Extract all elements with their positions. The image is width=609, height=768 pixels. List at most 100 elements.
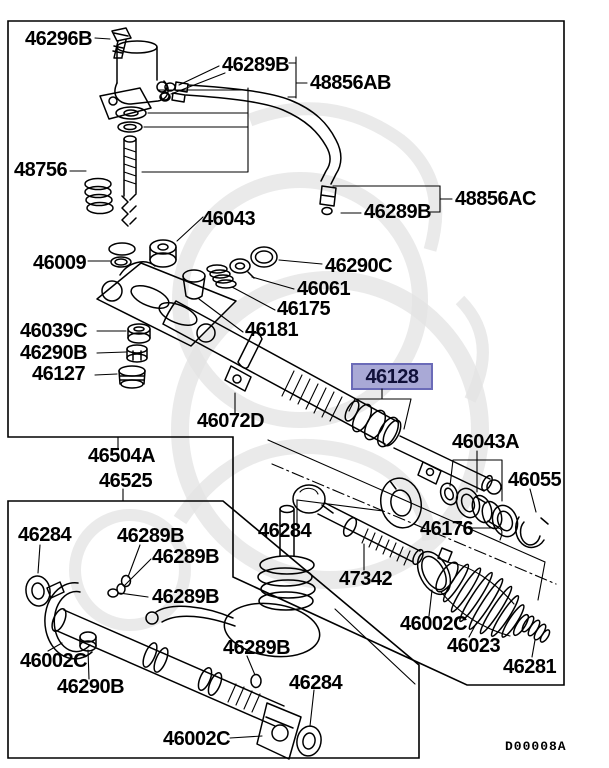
decorative-watermark <box>69 102 489 631</box>
part-label-47342: 47342 <box>339 568 392 590</box>
inset-end-washer-46284-art <box>296 725 322 757</box>
inset-assembly-box <box>7 500 420 759</box>
hydraulic-pipes-art <box>159 81 342 216</box>
part-label-46023: 46023 <box>447 635 500 657</box>
part-label-46002C-inset: 46002C <box>20 650 87 672</box>
leader-46284-inset <box>37 544 41 574</box>
part-label-46072D: 46072D <box>197 410 264 432</box>
plunger-46181-art <box>182 269 206 300</box>
part-label-46290C: 46290C <box>325 255 392 277</box>
part-label-46284-inset: 46284 <box>18 524 72 546</box>
bracket-48856AC <box>332 185 453 213</box>
leader-lines <box>37 37 537 739</box>
housing-flange-art <box>96 261 237 347</box>
leader-46175 <box>231 286 276 311</box>
leader-46290B <box>96 351 127 354</box>
part-label-46043: 46043 <box>202 208 255 230</box>
part-label-46181: 46181 <box>245 319 298 341</box>
leader-46290C <box>278 259 323 265</box>
bracket-48756 <box>69 87 249 173</box>
part-label-46525: 46525 <box>99 470 152 492</box>
spring-48756-art <box>84 177 114 215</box>
part-label-48856AB: 48856AB <box>310 72 391 94</box>
part-label-46176: 46176 <box>420 518 473 540</box>
inset-pinion-tower-art <box>145 504 321 658</box>
leader-46289B-i1 <box>127 544 141 578</box>
plug-46281-art <box>521 615 551 643</box>
bracket-46128 <box>348 388 412 430</box>
inner-tie-rod-art <box>292 461 442 566</box>
inset-rack-tube-art <box>51 607 302 760</box>
leader-46289B-bot <box>246 655 256 676</box>
leader-46002C-inset <box>47 642 63 652</box>
selected-part-46128[interactable]: 46128 <box>348 363 433 430</box>
leader-46289B-i2 <box>123 558 152 587</box>
bracket-48856AB <box>287 56 308 99</box>
main-assembly-box <box>7 20 565 686</box>
oring-46290C-art <box>250 246 278 268</box>
leader-46127 <box>94 373 118 376</box>
leader-46002C-clamp <box>428 589 433 617</box>
part-label-48756: 48756 <box>14 159 67 181</box>
plug-46127-art <box>118 365 146 389</box>
part-label-46290B: 46290B <box>20 342 87 364</box>
inset-washer-46284-art <box>25 575 51 607</box>
leader-46289B-i3 <box>118 592 149 598</box>
leader-46296B <box>94 37 111 40</box>
outline-boxes <box>7 20 565 759</box>
part-label-46281: 46281 <box>503 656 556 678</box>
part-label-46296B: 46296B <box>25 28 92 50</box>
nut-46290B-art <box>126 344 148 363</box>
part-label-46043A: 46043A <box>452 431 519 453</box>
part-label-46002C-bot: 46002C <box>163 728 230 750</box>
input-shaft-art <box>108 135 137 256</box>
snap-ring-46055-art <box>515 516 549 549</box>
part-label-46009: 46009 <box>33 252 86 274</box>
leader-46055 <box>529 488 537 513</box>
leader-46061 <box>251 276 295 290</box>
lock-washer-46284-mid-art <box>380 477 422 529</box>
bushing-46039C-art <box>127 323 151 344</box>
boot-46023-art <box>435 561 530 638</box>
part-label-46289B-top: 46289B <box>222 54 289 76</box>
clamp-46072D-art <box>224 332 263 392</box>
ring-46009-art <box>110 256 132 268</box>
leader-46290B-inset <box>87 649 90 680</box>
tie-rod-quad-outline <box>267 439 546 601</box>
part-label-46289B-i2: 46289B <box>152 546 219 568</box>
bolt-46296B-art <box>111 27 132 59</box>
part-label-46504A: 46504A <box>88 445 155 467</box>
part-label-46039C: 46039C <box>20 320 87 342</box>
leader-46281 <box>531 639 536 658</box>
rings-46043A-art <box>439 482 519 538</box>
leader-46023 <box>468 621 478 638</box>
leader-46181 <box>198 298 244 333</box>
cap-46061-art <box>229 258 255 279</box>
part-label-46175: 46175 <box>277 298 330 320</box>
part-label-46061: 46061 <box>297 278 350 300</box>
inset-small-rings-art <box>107 574 262 689</box>
part-label-46002C-clamp: 46002C <box>400 613 467 635</box>
diagram-code: D00008A <box>505 739 567 754</box>
part-label-46289B-i3: 46289B <box>152 586 219 608</box>
part-label-46289B-i1: 46289B <box>117 525 184 547</box>
leader-46176 <box>471 527 503 541</box>
leader-46043 <box>176 216 204 242</box>
part-labels: 46296B 46289B 48856AB 48756 46043 46289B… <box>14 28 562 750</box>
selected-part-highlight[interactable] <box>351 363 433 390</box>
part-label-46289B-ac: 46289B <box>364 201 431 223</box>
part-label-46055: 46055 <box>508 469 561 491</box>
part-label-46290B-inset: 46290B <box>57 676 124 698</box>
leader-46284-bot <box>309 689 315 727</box>
leader-46284-mid <box>296 499 384 527</box>
part-label-46127: 46127 <box>32 363 85 385</box>
spring-46175-art <box>206 264 237 289</box>
valve-housing-art <box>99 40 170 133</box>
part-label-46128-selected[interactable]: 46128 <box>365 366 419 388</box>
part-label-48856AC: 48856AC <box>455 188 536 210</box>
tie-rod-quad-lower-edge <box>334 608 416 685</box>
grommet-46043-art <box>149 239 177 268</box>
part-label-46284-mid: 46284 <box>258 520 312 542</box>
